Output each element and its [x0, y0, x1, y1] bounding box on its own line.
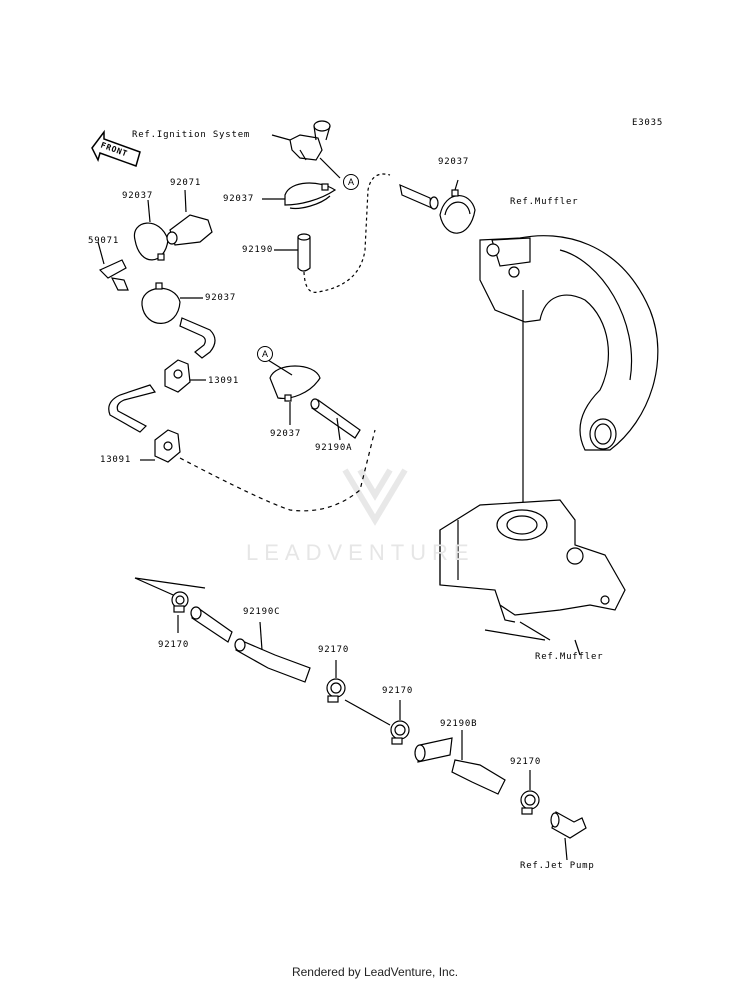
plug-92071 [166, 189, 213, 246]
label-muffler-top: Ref.Muffler [510, 197, 579, 207]
leader-left [134, 577, 206, 589]
connector-13091-upper [164, 359, 206, 393]
label-ignition: Ref.Ignition System [132, 130, 251, 140]
clamp-92037-left-mid [141, 282, 203, 324]
leader-left-2 [134, 577, 181, 599]
label-59071: 59071 [88, 236, 120, 246]
label-92170-a: 92170 [158, 640, 190, 650]
hose-92190A [310, 398, 361, 441]
label-13091-a: 13091 [208, 376, 240, 386]
hose-bent-lower [108, 384, 156, 433]
clamp-92170-2 [326, 660, 391, 726]
clamp-92037-right [439, 179, 476, 234]
watermark-logo [342, 468, 408, 526]
label-13091-b: 13091 [100, 455, 132, 465]
label-92037-b: 92037 [122, 191, 154, 201]
label-jet-pump: Ref.Jet Pump [520, 861, 595, 871]
label-92190a: 92190A [315, 443, 353, 453]
diagram-code: E3035 [632, 118, 664, 128]
hose-bent-upper [179, 317, 216, 359]
label-92190b: 92190B [440, 719, 478, 729]
muffler-upper [479, 235, 659, 451]
front-arrow-icon [91, 129, 141, 167]
clamp-92037-mid [262, 182, 337, 210]
footer-credit: Rendered by LeadVenture, Inc. [291, 965, 459, 979]
ignition-fitting [271, 120, 341, 179]
clamp-92170-4 [520, 770, 540, 815]
jet-pump-elbow [550, 811, 587, 861]
clamp-92170-3 [390, 700, 410, 745]
callout-a-top: A [343, 174, 359, 190]
fitting-59071 [97, 241, 129, 291]
connector-13091-lower [140, 429, 376, 512]
label-muffler-bottom: Ref.Muffler [535, 652, 604, 662]
hose-top-muffler [399, 183, 439, 210]
watermark-text: LEADVENTURE [246, 540, 475, 565]
label-92037-e: 92037 [270, 429, 302, 439]
label-92190: 92190 [242, 245, 274, 255]
clamp-92037-left-top [133, 199, 169, 261]
hose-92190B [414, 730, 506, 795]
label-92170-d: 92170 [510, 757, 542, 767]
label-92071: 92071 [170, 178, 202, 188]
label-92170-b: 92170 [318, 645, 350, 655]
clamp-92037-center [267, 359, 321, 425]
label-92037-d: 92037 [205, 293, 237, 303]
label-92170-c: 92170 [382, 686, 414, 696]
hose-92190 [274, 173, 391, 293]
label-92190c: 92190C [243, 607, 281, 617]
callout-a-center: A [257, 346, 273, 362]
muffler-lower [439, 499, 626, 656]
clamp-92170-1 [171, 591, 189, 633]
label-92037-a: 92037 [438, 157, 470, 167]
label-92037-c: 92037 [223, 194, 255, 204]
hose-92190C [190, 606, 311, 683]
